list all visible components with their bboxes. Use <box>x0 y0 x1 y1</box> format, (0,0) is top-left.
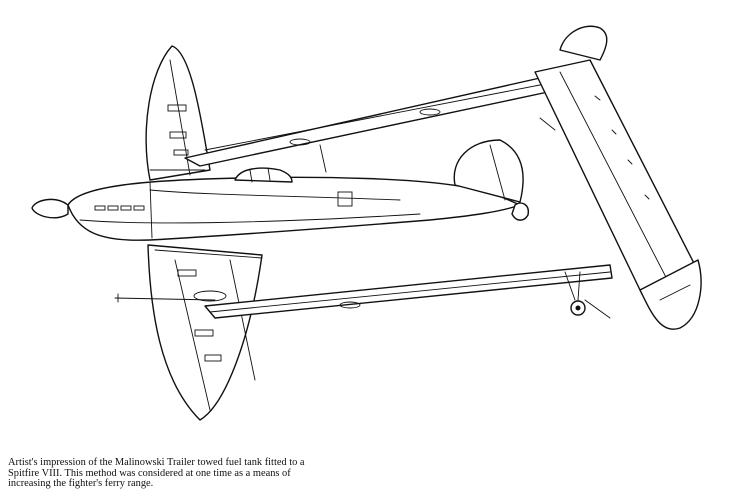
trailer-wheel <box>564 271 611 319</box>
caption-line-1: Artist's impression of the Malinowski Tr… <box>8 457 305 468</box>
trailer-wing <box>534 25 702 330</box>
figure-caption: Artist's impression of the Malinowski Tr… <box>8 457 478 490</box>
spitfire-trailer-illustration <box>31 25 702 421</box>
lower-main-wing <box>147 244 263 421</box>
upper-main-wing <box>145 45 211 181</box>
tail-fin <box>453 139 530 221</box>
caption-line-3: increasing the fighter's ferry range. <box>8 478 154 490</box>
lower-tow-boom <box>114 264 613 319</box>
fuselage <box>31 167 521 241</box>
caption-line-2: Spitfire VIII. This method was considere… <box>8 467 291 479</box>
